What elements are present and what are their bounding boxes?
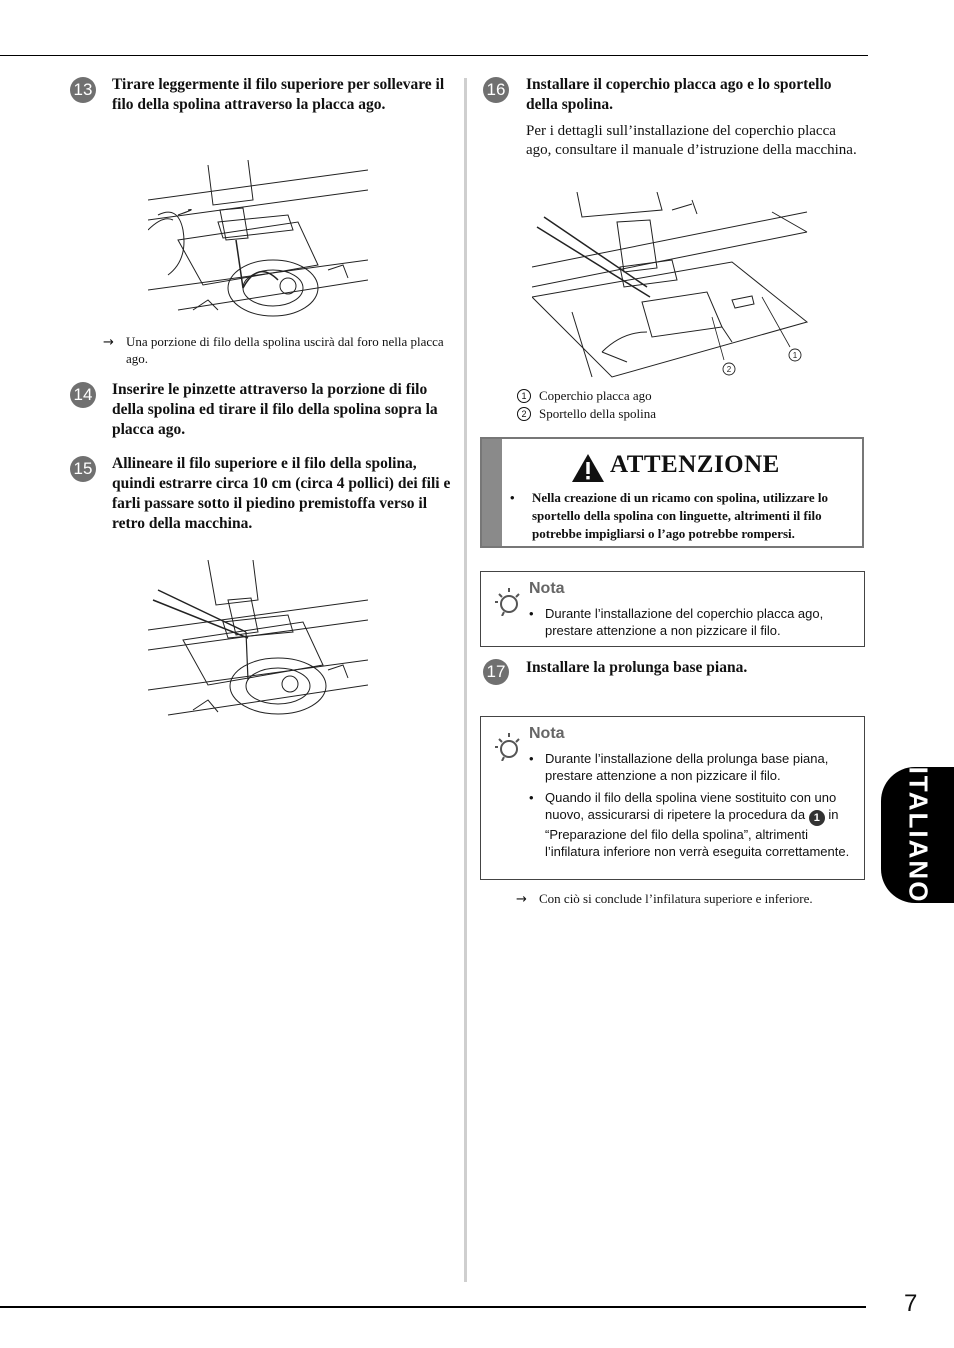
- bottom-rule: [0, 1306, 866, 1308]
- note-1-title: Nota: [529, 580, 565, 597]
- figure-callouts: 1 Coperchio placca ago 2 Sportello della s…: [517, 387, 847, 423]
- caution-bullet: •: [510, 490, 515, 505]
- step-15-text: Allineare il filo superiore e il filo de…: [112, 455, 451, 532]
- step-17-text: Installare la prolunga base piana.: [526, 659, 748, 676]
- note-2-item-2: •Quando il filo della spolina viene sost…: [529, 790, 850, 859]
- caution-title: ATTENZIONE: [610, 451, 780, 478]
- lightbulb-note-icon: [491, 584, 523, 621]
- step-16-body: Per i dettagli sull’installazione del co…: [526, 123, 857, 158]
- note-1-items: •Durante l’installazione del coperchio p…: [529, 605, 859, 644]
- step-16-number: 16: [483, 77, 509, 103]
- callout-1: 1 Coperchio placca ago: [517, 387, 847, 405]
- column-divider: [464, 78, 467, 1282]
- note-2-title: Nota: [529, 725, 565, 742]
- callout-1-mark: 1: [517, 389, 531, 403]
- step-17-number: 17: [483, 659, 509, 685]
- callout-1-label: Coperchio placca ago: [539, 388, 652, 403]
- svg-text:2: 2: [727, 365, 732, 374]
- language-tab-label: ITALIANO: [903, 766, 933, 904]
- step-14-number: 14: [70, 382, 96, 408]
- step-reference-badge: 1: [808, 810, 825, 826]
- note-2-items: •Durante l’installazione della prolunga …: [529, 750, 859, 865]
- step-15-number: 15: [70, 456, 96, 482]
- note-box-2: Nota •Durante l’installazione della prol…: [480, 716, 865, 880]
- lightbulb-note-icon: [491, 729, 523, 766]
- caution-box: ATTENZIONE • Nella creazione di un ricam…: [480, 437, 864, 548]
- warning-triangle-icon: [571, 453, 605, 488]
- language-tab: ITALIANO: [881, 767, 954, 903]
- step-14-text: Inserire le pinzette attraverso la porzi…: [112, 381, 438, 438]
- note-1-item: •Durante l’installazione del coperchio p…: [529, 606, 824, 638]
- caution-side-bar: [482, 439, 502, 546]
- callout-2: 2 Sportello della spolina: [517, 405, 847, 423]
- step-13-text: Tirare leggermente il filo superiore per…: [112, 76, 445, 113]
- step-13-number: 13: [70, 77, 96, 103]
- note-2-item-1: •Durante l’installazione della prolunga …: [529, 751, 829, 783]
- page-number: 7: [904, 1290, 918, 1317]
- caution-text: Nella creazione di un ricamo con spolina…: [532, 490, 828, 541]
- svg-text:1: 1: [793, 351, 798, 360]
- callout-2-label: Sportello della spolina: [539, 406, 656, 421]
- callout-2-mark: 2: [517, 407, 531, 421]
- final-result-text: Con ciò si conclude l’infilatura superio…: [539, 891, 813, 906]
- result-13-text: Una porzione di filo della spolina uscir…: [126, 334, 444, 366]
- illustration-needle-plate-cover: 2 1: [532, 192, 817, 382]
- result-13-arrow: →: [103, 335, 114, 350]
- final-result-arrow: →: [516, 892, 527, 907]
- step-16-text: Installare il coperchio placca ago e lo …: [526, 76, 832, 113]
- top-rule: [0, 55, 868, 56]
- illustration-threads-under-presser-foot: [148, 560, 368, 718]
- note-box-1: Nota •Durante l’installazione del coperc…: [480, 571, 865, 647]
- illustration-bobbin-thread-pulled-up: [148, 160, 368, 320]
